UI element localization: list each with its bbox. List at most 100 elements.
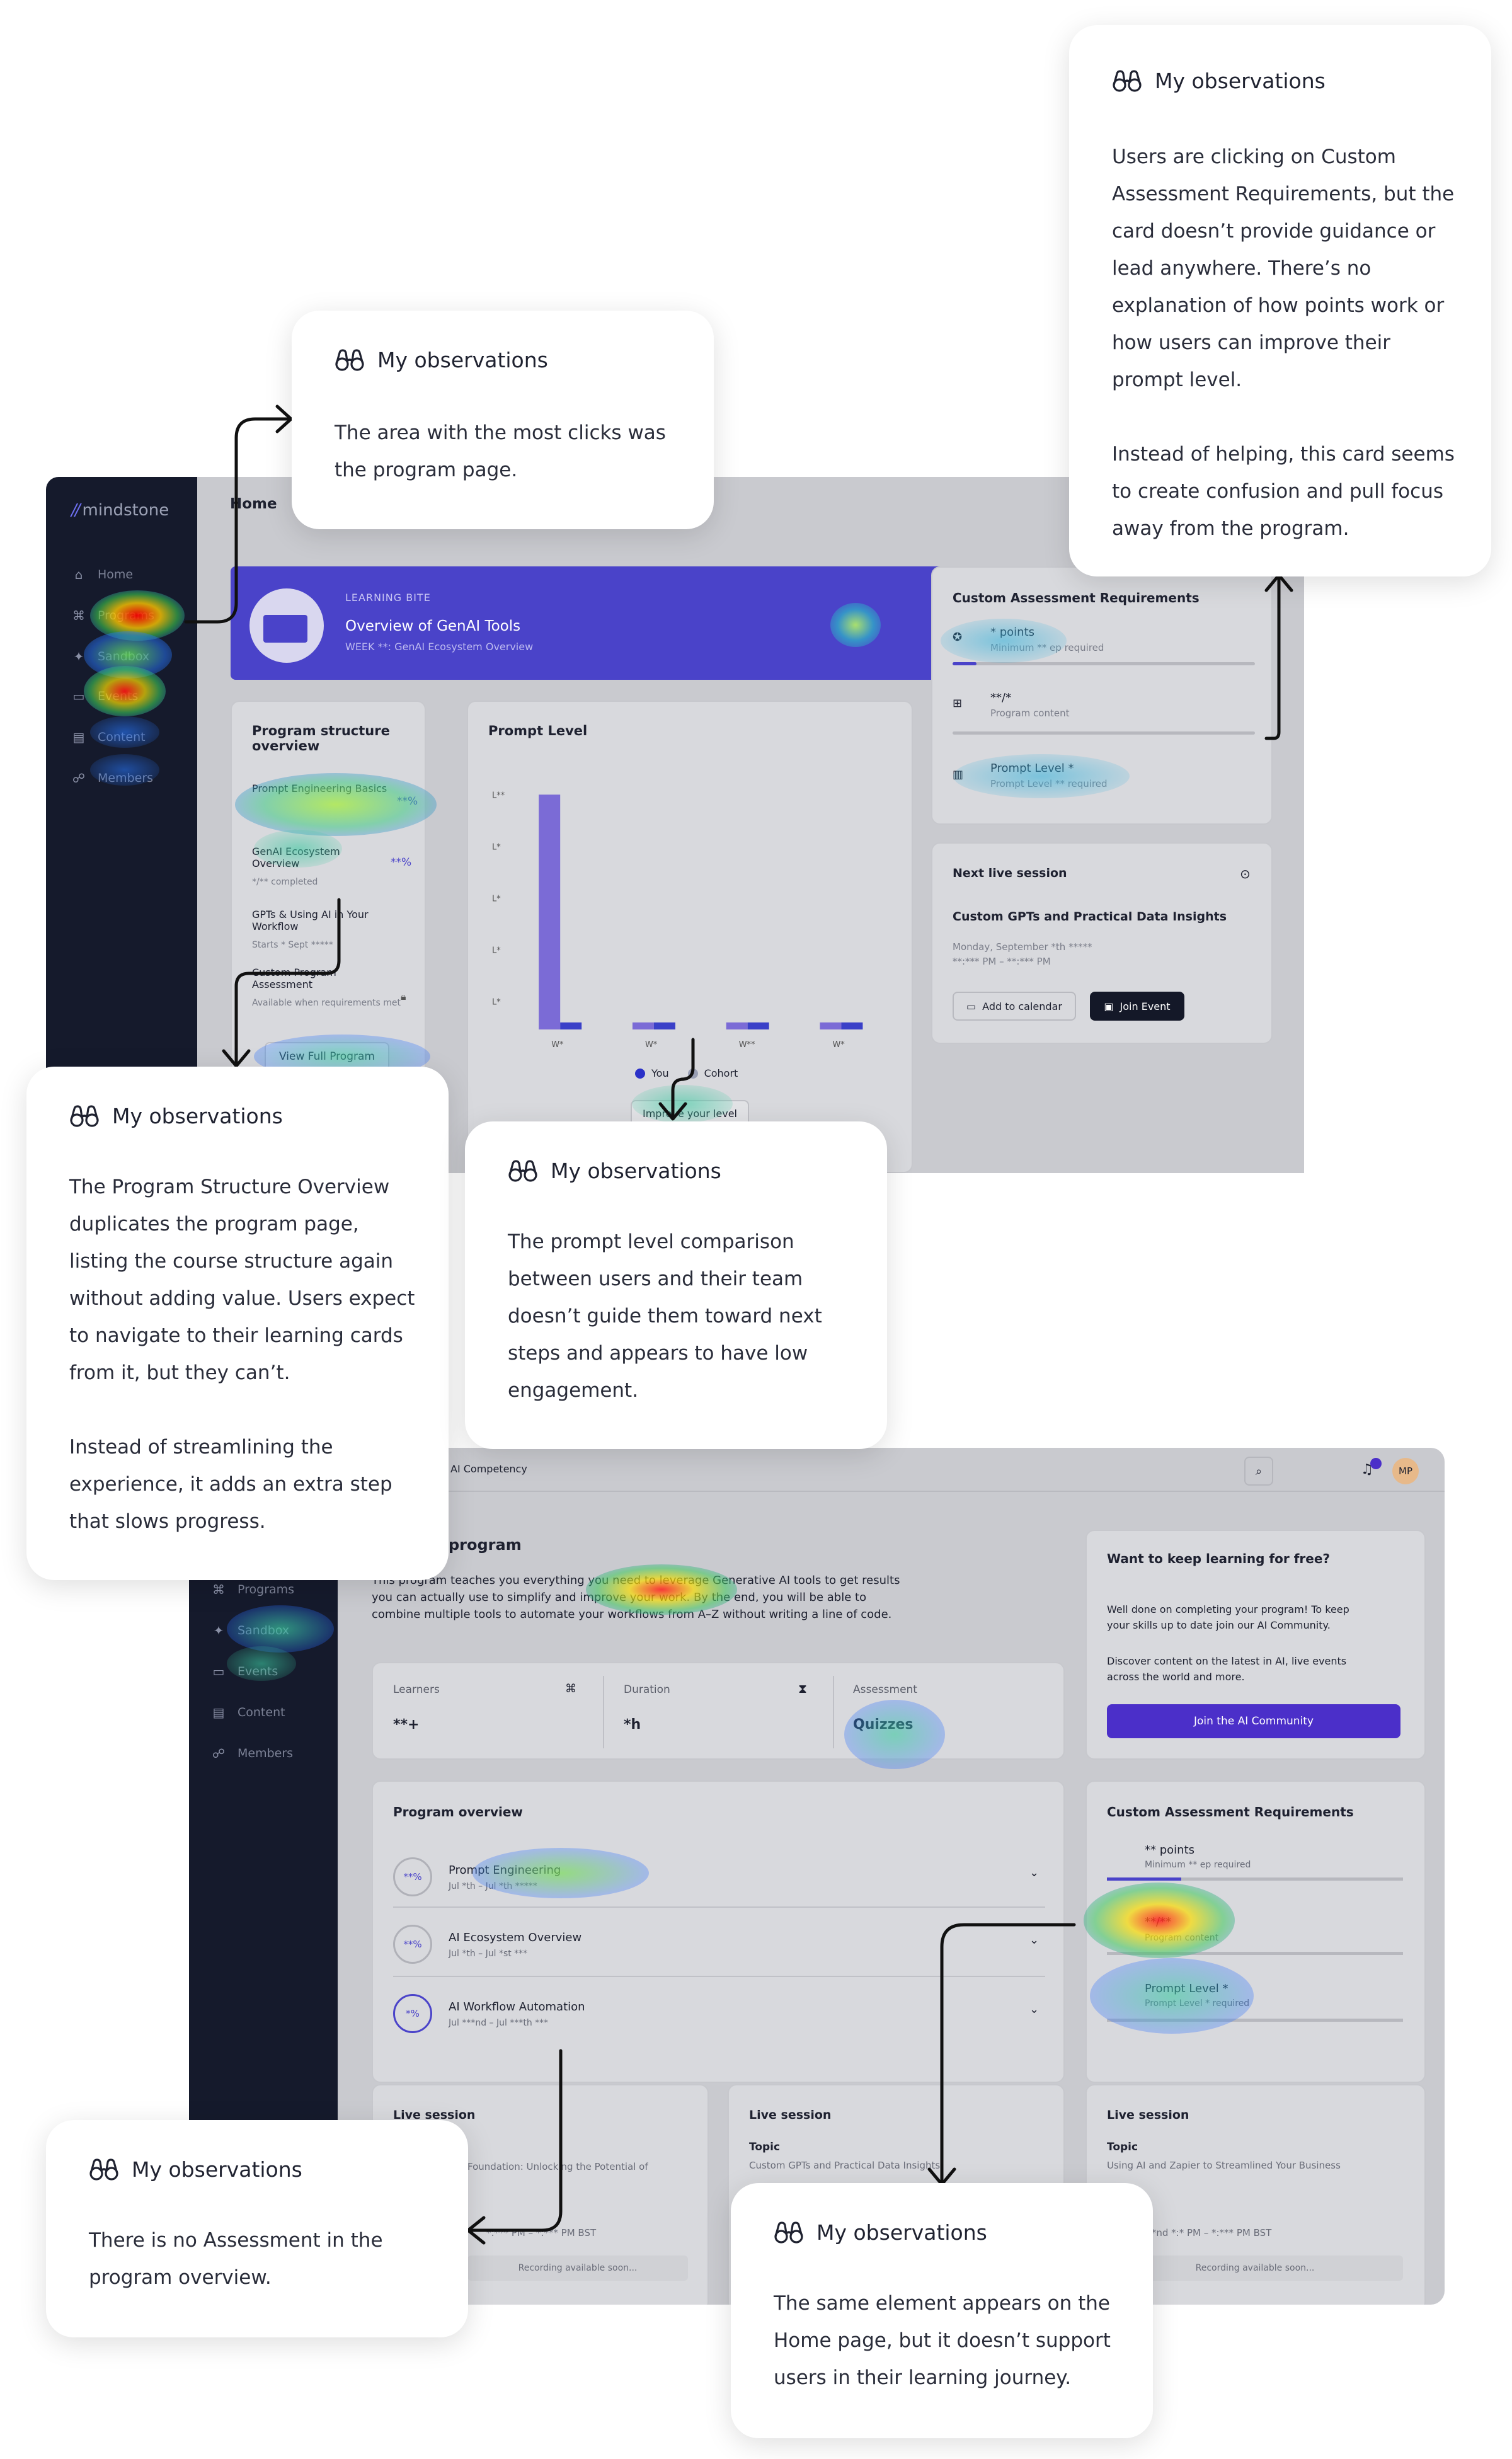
program-overview-card: Program overview **% Prompt Engineering … <box>372 1780 1065 2083</box>
progress-ring: **% <box>393 1925 432 1964</box>
live-1-desc: Foundation: Unlocking the Potential of <box>467 2161 648 2172</box>
overview-item-3[interactable]: *% AI Workflow Automation Jul ***nd – Ju… <box>393 1980 1045 2046</box>
program-desc-1: This program teaches you everything you … <box>372 1574 900 1587</box>
observation-title: My observations <box>377 347 548 372</box>
live-3-topic: Topic <box>1107 2141 1138 2153</box>
overview-item-1-dates: Jul *th – Jul *th ***** <box>449 1881 537 1891</box>
add-to-calendar-button[interactable]: ▭Add to calendar <box>953 992 1076 1021</box>
live-1-time: *:*** PM – *:*** PM BST <box>486 2227 597 2238</box>
sidebar-item-sandbox[interactable]: ✦Sandbox <box>71 647 150 666</box>
assessment-row-3-title: Prompt Level * <box>990 762 1074 775</box>
overview-item-1[interactable]: **% Prompt Engineering Jul *th – Jul *th… <box>393 1845 1045 1908</box>
observation-card-program-page: My observations The area with the most c… <box>292 311 714 529</box>
program-nav-programs[interactable]: ⌘Programs <box>212 1582 295 1597</box>
progress-ring: *% <box>393 1994 432 2033</box>
observation-card-same-element: My observations The same element appears… <box>731 2183 1153 2438</box>
breadcrumb[interactable]: AI Competency <box>450 1463 527 1475</box>
sidebar-item-events[interactable]: ▭Events <box>71 687 139 706</box>
program-assessment-card[interactable]: Custom Assessment Requirements ** points… <box>1085 1780 1426 2083</box>
observation-text: The same element appears on the Home pag… <box>774 2292 1111 2389</box>
document-icon: ▤ <box>72 730 85 745</box>
keep-learning-p1b: your skills up to date join our AI Commu… <box>1107 1619 1331 1631</box>
structure-item-2[interactable]: GenAI Ecosystem Overview <box>252 845 340 869</box>
program-nav-events[interactable]: ▭Events <box>211 1662 278 1681</box>
sidebar-item-content[interactable]: ▤Content <box>71 728 146 747</box>
sparkle-icon: ✦ <box>73 649 84 664</box>
assessment-row-3-sub: Prompt Level ** required <box>990 778 1108 789</box>
observation-title: My observations <box>816 2220 987 2245</box>
structure-item-3[interactable]: GPTs & Using AI in Your Workflow <box>252 909 369 932</box>
chart-legend: You Cohort <box>635 1067 738 1079</box>
assessment-row-2-title: **/* <box>990 691 1012 704</box>
sidebar-item-members[interactable]: ☍Members <box>72 771 154 786</box>
stat-assessment-label: Assessment <box>853 1683 917 1696</box>
observation-card-no-assessment: My observations There is no Assessment i… <box>46 2120 468 2337</box>
search-button[interactable]: ⌕ <box>1244 1457 1273 1486</box>
observation-title: My observations <box>112 1103 283 1128</box>
program-nav-content[interactable]: ▤Content <box>211 1703 285 1722</box>
program-assessment-row-1-sub: Minimum ** ep required <box>1145 1860 1251 1870</box>
program-nav-sandbox[interactable]: ✦Sandbox <box>211 1621 290 1640</box>
binoculars-icon <box>774 2220 804 2245</box>
join-event-button[interactable]: ▣Join Event <box>1090 992 1184 1021</box>
structure-item-1[interactable]: Prompt Engineering Basics <box>252 782 387 794</box>
level-icon: ▥ <box>953 768 964 781</box>
progress-ring: **% <box>393 1857 432 1896</box>
program-assessment-row-2-sub: Program content <box>1145 1933 1219 1943</box>
observation-text: There is no Assessment in the program ov… <box>89 2229 383 2289</box>
assessment-row-1-title: * points <box>990 626 1035 639</box>
next-live-session-card[interactable]: Next live session ⊙ Custom GPTs and Prac… <box>931 842 1273 1044</box>
sidebar-item-programs[interactable]: ⌘Programs <box>72 608 155 623</box>
chevron-down-icon[interactable]: ⌄ <box>1029 1866 1040 1879</box>
recording-button[interactable]: Recording available soon... <box>1107 2256 1403 2281</box>
live-3-time: Jul *nd *:* PM – *:*** PM BST <box>1137 2227 1272 2238</box>
recording-button[interactable]: Recording available soon... <box>467 2256 688 2281</box>
avatar[interactable]: MP <box>1392 1458 1419 1484</box>
chevron-down-icon[interactable]: ⌄ <box>1029 1934 1040 1947</box>
sparkle-icon: ✦ <box>213 1623 224 1638</box>
improve-level-label: Improve your level <box>643 1107 737 1120</box>
hourglass-icon: ⧗ <box>798 1681 808 1696</box>
bell-icon[interactable]: ♫ <box>1361 1462 1373 1477</box>
structure-item-3-sub: Starts * Sept ***** <box>252 940 333 950</box>
logo: //mindstone <box>71 501 169 520</box>
binoculars-icon <box>508 1158 538 1183</box>
members-icon: ☍ <box>212 1746 226 1761</box>
custom-assessment-card[interactable]: Custom Assessment Requirements ✪ * point… <box>931 566 1273 825</box>
structure-item-2-pct: **% <box>391 856 412 869</box>
legend-cohort: Cohort <box>704 1067 738 1079</box>
binoculars-icon <box>1112 68 1142 93</box>
program-desc-2: you can actually use to simplify and imp… <box>372 1591 867 1604</box>
bar-cohort <box>653 1022 675 1029</box>
structure-title-1: Program structure <box>252 723 390 738</box>
live-2-title: Live session <box>749 2108 832 2122</box>
program-desc-3: combine multiple tools to automate your … <box>372 1608 892 1621</box>
overview-item-3-name: AI Workflow Automation <box>449 2000 585 2014</box>
program-nav-members[interactable]: ☍Members <box>212 1746 294 1761</box>
stat-learners-value: **+ <box>393 1717 420 1733</box>
legend-you-swatch <box>635 1068 645 1079</box>
page-title: Home <box>230 496 277 512</box>
program-assessment-row-2: **/** <box>1145 1915 1172 1929</box>
legend-you: You <box>651 1067 669 1079</box>
sidebar-item-home[interactable]: ⌂Home <box>71 565 133 584</box>
observation-card-assessment: My observations Users are clicking on Cu… <box>1069 25 1491 576</box>
observation-card-prompt: My observations The prompt level compari… <box>465 1121 887 1449</box>
keep-learning-p2: Discover content on the latest in AI, li… <box>1107 1655 1347 1667</box>
overview-item-2[interactable]: **% AI Ecosystem Overview Jul *th – Jul … <box>393 1911 1045 1977</box>
learning-bite-banner[interactable]: LEARNING BITE Overview of GenAI Tools WE… <box>231 566 959 680</box>
overview-item-1-name: Prompt Engineering <box>449 1864 561 1877</box>
join-community-button[interactable]: Join the AI Community <box>1107 1704 1400 1738</box>
assessment-title: Custom Assessment Requirements <box>953 590 1200 605</box>
calendar-icon: ▭ <box>72 689 85 704</box>
keep-learning-p2b: across the world and more. <box>1107 1671 1245 1683</box>
y-tick-label: L* <box>492 842 501 852</box>
structure-item-4[interactable]: Custom Program Assessment <box>252 966 336 990</box>
program-stats: Learners ⌘ **+ Duration ⧗ *h Assessment … <box>372 1662 1065 1760</box>
play-icon[interactable]: ⊙ <box>1240 866 1251 881</box>
bar-you <box>726 1022 748 1029</box>
assessment-row-2-track <box>953 731 1255 735</box>
stat-duration-label: Duration <box>624 1683 670 1696</box>
program-heading: program <box>449 1536 522 1554</box>
chevron-down-icon[interactable]: ⌄ <box>1029 2003 1040 2016</box>
